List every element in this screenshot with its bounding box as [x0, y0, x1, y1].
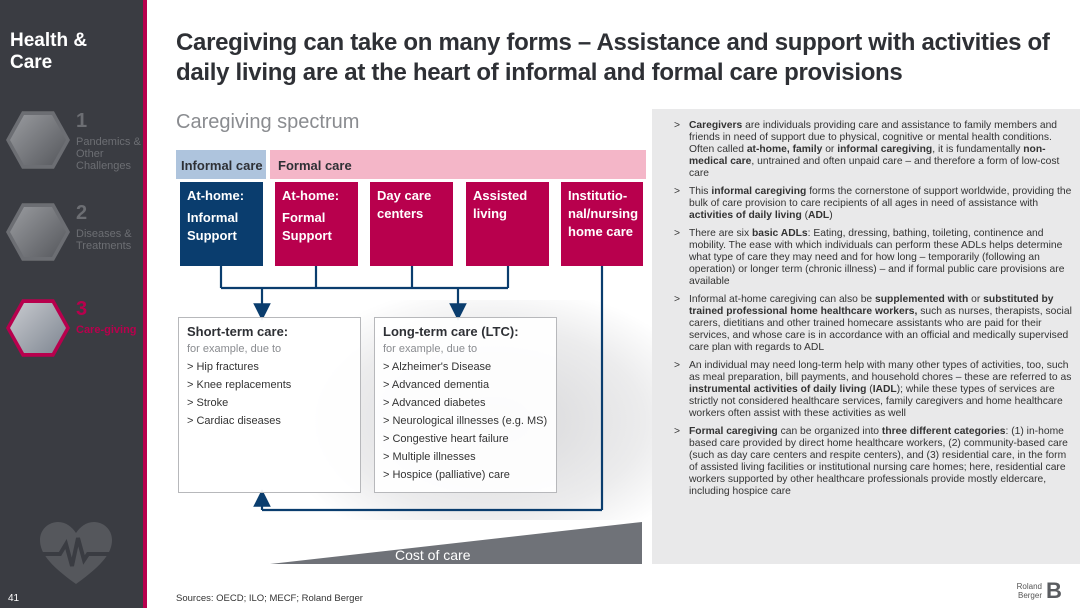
box-subtitle: Formal Support — [282, 210, 332, 243]
connector-lines — [219, 266, 604, 512]
list-item: > Cardiac diseases — [187, 415, 281, 427]
list-item: > Multiple illnesses — [383, 451, 476, 463]
list-item: > Advanced diabetes — [383, 397, 486, 409]
caregiving-thumbnail-icon — [6, 299, 70, 357]
box-day-care: Day care centers — [370, 182, 453, 266]
nav-label: Care-giving — [76, 324, 137, 336]
heart-pulse-icon — [40, 522, 112, 584]
nav-label: Pandemics & Other Challenges — [76, 136, 141, 172]
list-item: > Hospice (palliative) care — [383, 469, 510, 481]
band-label: Informal care — [181, 158, 263, 173]
bullet-marker: > — [674, 360, 681, 371]
long-term-title: Long-term care (LTC): — [383, 324, 519, 339]
accent-bar — [143, 0, 147, 608]
list-item: > Advanced dementia — [383, 379, 490, 391]
cost-of-care-label: Cost of care — [395, 547, 471, 563]
bullet-caregivers: >Caregivers are individuals providing ca… — [674, 120, 1060, 179]
sidebar: Health & Care 1 Pandemics & Other Challe… — [0, 0, 143, 608]
list-item: > Alzheimer's Disease — [383, 361, 492, 373]
nav-number: 1 — [76, 110, 88, 132]
bullet-informal-caregiving: >This informal caregiving forms the corn… — [674, 186, 1072, 221]
pandemics-thumbnail-icon — [6, 111, 70, 169]
box-informal-support: At-home: Informal Support — [180, 182, 263, 266]
cost-of-care-wedge — [270, 522, 642, 564]
list-item: > Congestive heart failure — [383, 433, 509, 445]
bullet-iadl: >An individual may need long-term help w… — [674, 360, 1072, 419]
bullet-basic-adls: >There are six basic ADLs: Eating, dress… — [674, 228, 1065, 287]
short-term-title: Short-term care: — [187, 324, 289, 339]
bullet-list: >Caregivers are individuals providing ca… — [674, 120, 1072, 504]
long-term-care-panel: Long-term care (LTC): for example, due t… — [374, 317, 557, 493]
short-term-care-panel: Short-term care: for example, due to > H… — [178, 317, 361, 493]
nav-number: 2 — [76, 202, 88, 224]
roland-berger-logo: Roland Berger B — [1008, 578, 1064, 604]
nav-item-pandemics[interactable]: 1 Pandemics & Other Challenges — [6, 110, 141, 180]
long-term-intro: for example, due to — [383, 343, 478, 355]
page-number: 41 — [8, 593, 20, 604]
logo-text: Roland Berger — [1016, 582, 1042, 600]
bullet-marker: > — [674, 120, 681, 131]
box-institutional: Institutio-nal/nursing home care — [561, 182, 643, 266]
box-title: Assisted living — [473, 188, 528, 221]
explanation-panel: >Caregivers are individuals providing ca… — [652, 109, 1080, 564]
nav-number: 3 — [76, 298, 88, 320]
sources-note: Sources: OECD; ILO; MECF; Roland Berger — [176, 593, 363, 604]
diagram-subtitle: Caregiving spectrum — [176, 111, 360, 133]
list-item: > Stroke — [187, 397, 229, 409]
list-item: > Knee replacements — [187, 379, 292, 391]
short-term-intro: for example, due to — [187, 343, 282, 355]
nav-item-diseases[interactable]: 2 Diseases & Treatments — [6, 202, 140, 272]
band-label: Formal care — [278, 158, 352, 173]
box-title: Day care centers — [377, 188, 432, 221]
bullet-marker: > — [674, 228, 681, 239]
list-item: > Hip fractures — [187, 361, 259, 373]
logo-letter: B — [1046, 578, 1062, 603]
nav-item-caregiving[interactable]: 3 Care-giving — [6, 298, 140, 368]
formal-care-band: Formal care — [270, 150, 646, 179]
bullet-supplemented: >Informal at-home caregiving can also be… — [674, 294, 1072, 353]
bullet-marker: > — [674, 294, 681, 305]
informal-care-band: Informal care — [176, 150, 266, 179]
box-title: At-home: — [187, 188, 245, 203]
list-item: > Neurological illnesses (e.g. MS) — [383, 415, 548, 427]
bullet-marker: > — [674, 426, 681, 437]
page-title: Caregiving can take on many forms – Assi… — [176, 29, 1050, 86]
bullet-marker: > — [674, 186, 681, 197]
box-subtitle: Informal Support — [187, 210, 239, 243]
bullet-formal-caregiving: >Formal caregiving can be organized into… — [674, 426, 1068, 497]
box-formal-support: At-home: Formal Support — [275, 182, 358, 266]
box-title: At-home: — [282, 188, 340, 203]
nav-label: Diseases & Treatments — [76, 228, 132, 252]
diseases-thumbnail-icon — [6, 203, 70, 261]
section-title: Health & Care — [10, 30, 88, 73]
box-assisted-living: Assisted living — [466, 182, 549, 266]
box-title: Institutio-nal/nursing home care — [568, 188, 639, 239]
